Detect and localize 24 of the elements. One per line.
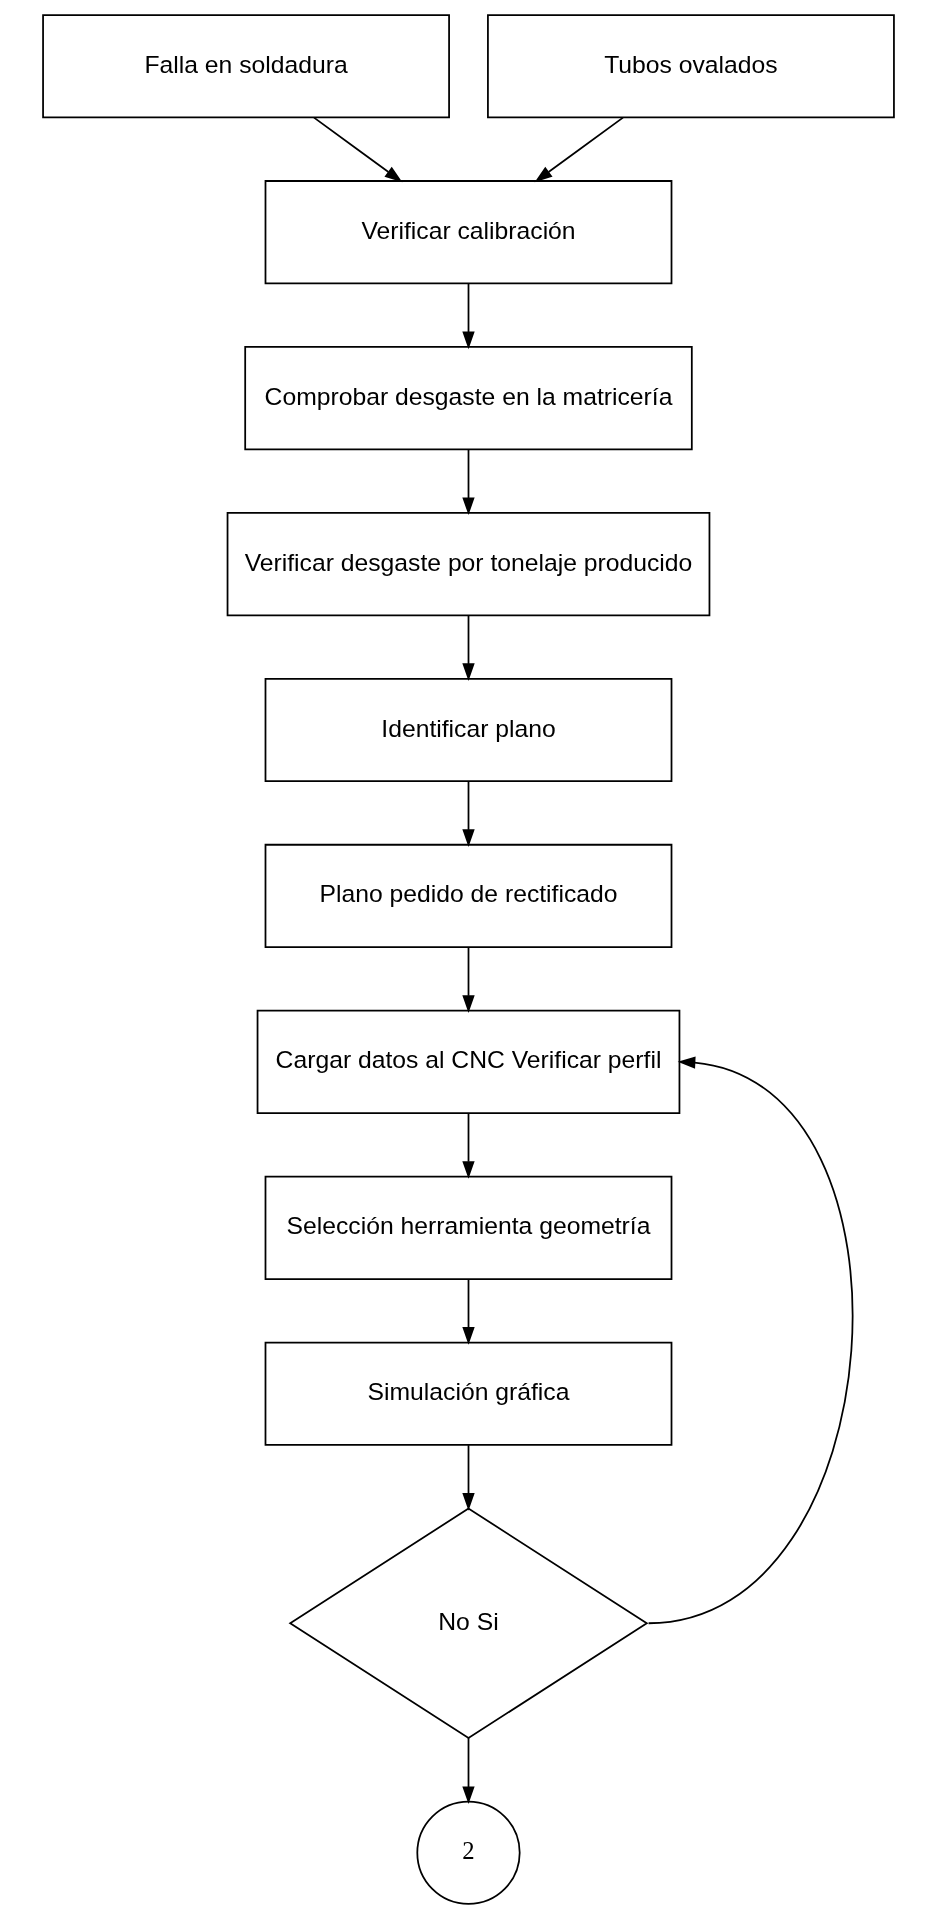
node-box: Comprobar desgaste en la matricería bbox=[244, 346, 693, 451]
node-diamond: No Si bbox=[288, 1507, 649, 1740]
arrow bbox=[462, 1278, 475, 1345]
node-box: Tubos ovalados bbox=[487, 14, 895, 119]
node-box: Plano pedido de rectificado bbox=[264, 843, 673, 949]
node-box: Cargar datos al CNC Verificar perfil bbox=[256, 1009, 681, 1114]
node-box: Selección herramienta geometría bbox=[264, 1175, 673, 1280]
node-box: Verificar desgaste por tonelaje producido bbox=[226, 512, 711, 617]
arrow bbox=[462, 1737, 475, 1805]
arrow bbox=[462, 282, 475, 350]
node-box: Verificar calibración bbox=[264, 180, 673, 285]
arrow bbox=[313, 116, 403, 183]
arrow bbox=[462, 614, 475, 682]
node-box: Simulación gráfica bbox=[264, 1341, 673, 1446]
arrow bbox=[647, 1056, 853, 1625]
node-box: Identificar plano bbox=[264, 677, 673, 783]
arrow bbox=[534, 116, 624, 183]
arrow bbox=[462, 1112, 475, 1179]
node-circle: 2 bbox=[416, 1800, 521, 1905]
arrow bbox=[462, 1444, 475, 1511]
arrow bbox=[462, 448, 475, 516]
arrow bbox=[462, 946, 475, 1013]
node-box: Falla en soldadura bbox=[42, 14, 450, 119]
arrow bbox=[462, 780, 475, 847]
